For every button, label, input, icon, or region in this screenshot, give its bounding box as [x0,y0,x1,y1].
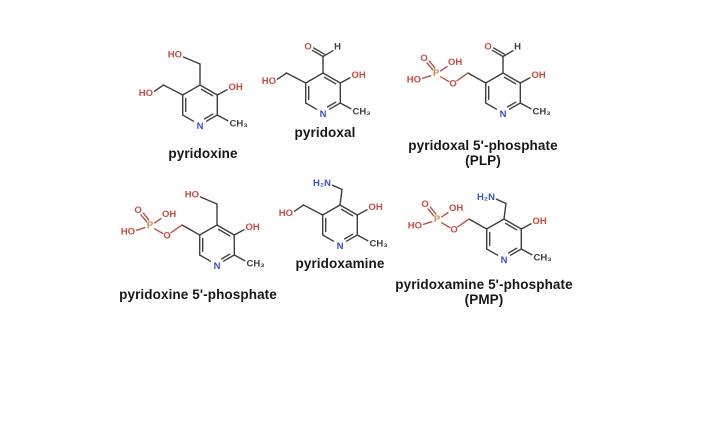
bridge-o-label: O [450,225,457,236]
phosphate-group: O P O OH HO [121,205,201,242]
phosphate-group: O P O OH HO [408,199,488,236]
caption-pyridoxine-5-phosphate: pyridoxine 5'-phosphate [119,287,277,302]
phosphate-oh-label: OH [448,57,462,68]
bridge-o-label: O [163,231,170,242]
pyridine-ring [485,72,521,110]
phosphate-group: O P O OH HO [407,53,487,90]
phosphate-ho-label: HO [121,227,135,238]
pyridine-ring [199,224,235,262]
ho-label: HO [279,208,293,219]
ho-label: HO [168,50,182,61]
caption-pmp-line2: (PMP) [465,292,504,307]
caption-pyridoxine: pyridoxine [168,146,238,161]
phosphorus-label: P [434,214,441,225]
ring-nitrogen: N [337,241,344,252]
phosphate-oh-label: OH [449,203,463,214]
carbonyl-o-label: O [484,42,491,53]
ring-nitrogen: N [500,109,507,120]
amine-label: H₂N [313,178,331,189]
hydroxyl-group: OH [520,216,547,230]
pyridine-ring [305,72,341,110]
ch3-label: CH₃ [533,107,551,118]
ch3-label: CH₃ [370,239,388,250]
methyl-group: CH₃ [216,114,248,130]
hydroxyl-group: OH [356,202,383,216]
molecule-pyridoxamine-5-phosphate: N OH CH₃ H₂N O P O OH [408,192,552,266]
aldehyde-h-label: H [514,42,521,53]
caption-pyridoxal: pyridoxal [295,125,356,140]
methyl-group: CH₃ [520,248,552,264]
aldehyde-group: O H [304,42,341,74]
carbonyl-o-label: O [304,42,311,53]
pyridine-ring [182,84,218,122]
phosphoryl-o-label: O [420,53,427,64]
molecule-pyridoxal: N OH CH₃ O H HO [262,42,371,121]
ch3-label: CH₃ [247,259,265,270]
ch3-label: CH₃ [230,119,248,130]
pyridine-ring [322,204,358,242]
ch3-label: CH₃ [534,253,552,264]
pyridine-ring [486,218,522,256]
ring-nitrogen: N [197,121,204,132]
aminomethyl-group: H₂N [477,192,507,220]
molecule-pyridoxine-5-phosphate: N OH CH₃ HO O P O OH [121,190,265,273]
molecule-pyridoxal-5-phosphate: N OH CH₃ O H O P [407,42,551,121]
hydroxyl-group: OH [233,222,260,236]
ho-label: HO [262,76,276,87]
ring-nitrogen: N [214,261,221,272]
methyl-group: CH₃ [233,254,265,270]
aldehyde-h-label: H [334,42,341,53]
oh-label: OH [229,82,243,93]
ring-nitrogen: N [320,109,327,120]
ring-nitrogen: N [501,255,508,266]
ho-label: HO [139,88,153,99]
ch3-label: CH₃ [353,107,371,118]
phosphate-ho-label: HO [407,75,421,86]
hydroxyl-group: OH [216,82,243,96]
hydroxymethyl-left-group: HO [139,84,184,99]
molecule-pyridoxine: N OH CH₃ HO HO [139,50,248,133]
phosphate-ho-label: HO [408,221,422,232]
bridge-o-label: O [449,79,456,90]
caption-pyridoxamine: pyridoxamine [296,256,385,271]
oh-label: OH [246,222,260,233]
caption-plp-line2: (PLP) [465,153,501,168]
hydroxymethyl-top-group: HO [168,50,201,86]
oh-label: OH [369,202,383,213]
phosphoryl-o-label: O [134,205,141,216]
hydroxyl-group: OH [519,70,546,84]
aldehyde-group: O H [484,42,521,74]
oh-label: OH [533,216,547,227]
caption-pmp-line1: pyridoxamine 5'-phosphate [395,277,573,292]
aminomethyl-group: H₂N [313,178,343,206]
phosphate-oh-label: OH [162,209,176,220]
phosphorus-label: P [147,220,154,231]
methyl-group: CH₃ [519,102,551,118]
caption-plp-line1: pyridoxal 5'-phosphate [408,138,558,153]
phosphorus-label: P [433,68,440,79]
methyl-group: CH₃ [339,102,371,118]
oh-label: OH [352,70,366,81]
hydroxymethyl-top-group: HO [185,190,218,226]
hydroxyl-group: OH [339,70,366,84]
methyl-group: CH₃ [356,234,388,250]
hydroxymethyl-left-group: HO [279,204,324,219]
phosphoryl-o-label: O [421,199,428,210]
oh-label: OH [532,70,546,81]
hydroxymethyl-left-group: HO [262,72,307,87]
amine-label: H₂N [477,192,495,203]
ho-label: HO [185,190,199,201]
molecule-pyridoxamine: N OH CH₃ H₂N HO [279,178,388,252]
